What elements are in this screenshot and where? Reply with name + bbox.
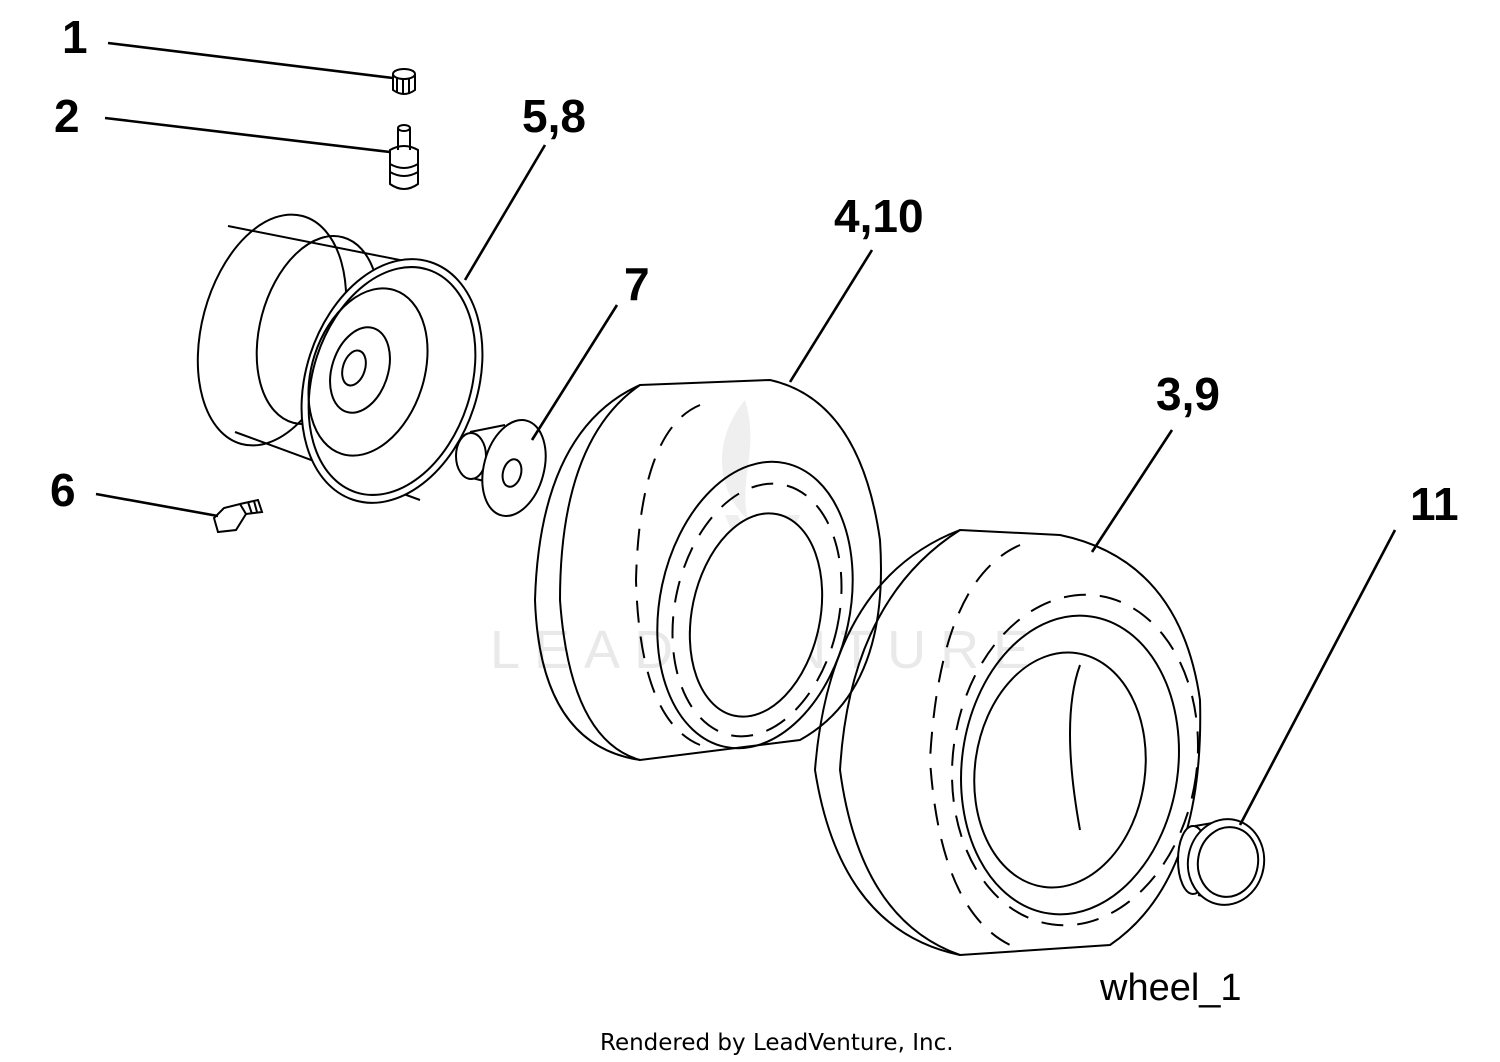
leader-line-39 [1090, 429, 1174, 553]
callout-7[interactable]: 7 [624, 258, 650, 310]
front-tire-part[interactable] [533, 378, 882, 767]
leader-line-6 [95, 492, 219, 518]
figure-id-label: wheel_1 [1099, 967, 1242, 1009]
callout-3-9[interactable]: 3,9 [1156, 368, 1220, 420]
valve-stem-part[interactable] [389, 124, 419, 190]
hub-cap-part[interactable] [1177, 813, 1271, 911]
callout-2[interactable]: 2 [54, 90, 80, 142]
leader-line-58 [463, 144, 547, 281]
callout-4-10[interactable]: 4,10 [834, 190, 924, 242]
rear-tire-part[interactable] [813, 528, 1219, 957]
leader-line-410 [788, 249, 874, 383]
callout-11[interactable]: 11 [1410, 478, 1459, 530]
leader-lines [95, 41, 1397, 826]
rendered-by-footer: Rendered by LeadVenture, Inc. [600, 1030, 954, 1056]
leader-line-1 [107, 41, 394, 80]
leader-line-2 [104, 116, 391, 154]
bushing-part[interactable] [455, 413, 556, 523]
callout-6[interactable]: 6 [50, 464, 76, 516]
valve-cap-part[interactable] [392, 68, 416, 95]
callout-1[interactable]: 1 [62, 11, 88, 63]
callout-5-8[interactable]: 5,8 [522, 90, 586, 142]
leader-line-7 [530, 304, 619, 441]
wheel-fitting-part[interactable] [212, 498, 264, 534]
rim-part[interactable] [174, 198, 513, 527]
leader-line-11 [1238, 529, 1397, 826]
